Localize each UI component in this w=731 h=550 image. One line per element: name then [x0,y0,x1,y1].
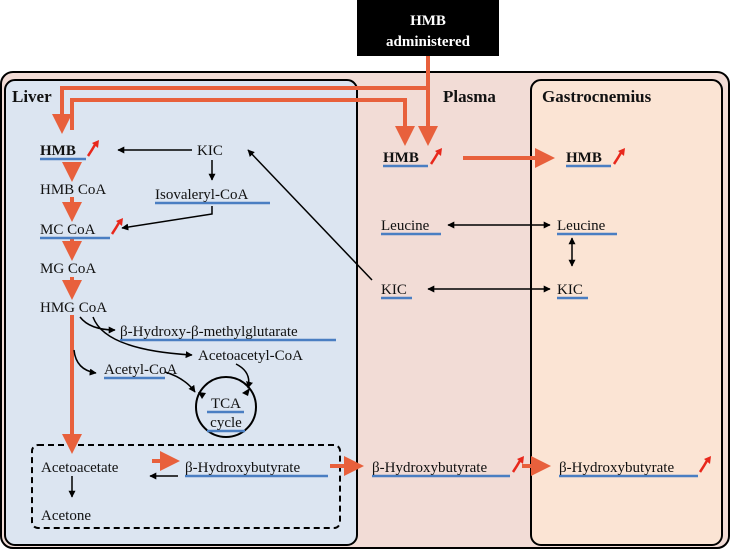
plasma-leucine-label: Leucine [381,218,430,234]
ketone-body-box [31,444,341,529]
header-line2: administered [386,34,471,50]
liver-hmb-label: HMB [40,143,76,159]
liver-acetoacetate-label: Acetoacetate [41,460,119,476]
hmgcoa-to-acetylcoa-arrow [73,349,97,376]
liver-mc-coa-label: MC CoA [40,222,96,238]
liver-mg-coa-label: MG CoA [40,261,96,277]
plasma-hmb-label: HMB [383,150,419,166]
hmgcoa-to-acetoacetyl-arrow [92,316,193,359]
isovaleryl-to-mccoa-arrow [121,206,213,231]
liver-to-plasma-arrow [70,98,415,146]
muscle-leucine-label: Leucine [557,218,606,234]
black-arrows [68,146,576,498]
measured-underlines [40,157,698,478]
liver-isovaleryl-coa-label: Isovaleryl-CoA [155,187,248,203]
muscle-kic-label: KIC [557,282,583,298]
tca-cycle-circle [195,376,257,438]
gastrocnemius-title: Gastrocnemius [542,87,652,106]
header-line1: HMB [410,13,446,29]
acetoacetyl-into-tca-arrow [235,363,253,389]
plasma-kic-label: KIC [381,282,407,298]
muscle-bhb-label: β-Hydroxybutyrate [559,460,674,476]
liver-acetone-label: Acetone [41,508,91,524]
liver-kic-label: KIC [197,143,223,159]
plasma-kic-to-liver-kic-arrow [247,149,373,281]
liver-hmg-coa-label: HMG CoA [40,300,107,316]
administered-to-liver-arrow [52,86,428,134]
liver-acetyl-coa-label: Acetyl-CoA [104,362,177,378]
hmgcoa-to-hmg-acid-arrow [79,316,116,334]
liver-bhb-label: β-Hydroxybutyrate [185,460,300,476]
muscle-hmb-label: HMB [566,150,602,166]
liver-title: Liver [12,87,52,106]
tca-label-line1: TCA [211,396,241,412]
liver-compartment [4,79,358,546]
liver-hmb-coa-label: HMB CoA [40,182,106,198]
hmb-administered-box [357,0,499,56]
tca-label-line2: cycle [210,415,242,431]
gastrocnemius-compartment [530,79,723,546]
liver-acetoacetyl-coa-label: Acetoacetyl-CoA [198,348,303,364]
tca-cycle-marks [198,388,250,399]
liver-hmg-acid-label: β-Hydroxy-β-methylglutarate [120,324,298,340]
increase-arrowheads [92,140,711,464]
orange-flow-arrows [52,56,555,476]
plasma-bhb-label: β-Hydroxybutyrate [372,460,487,476]
plasma-title: Plasma [443,87,496,106]
acetylcoa-into-tca-arrow [164,371,196,393]
